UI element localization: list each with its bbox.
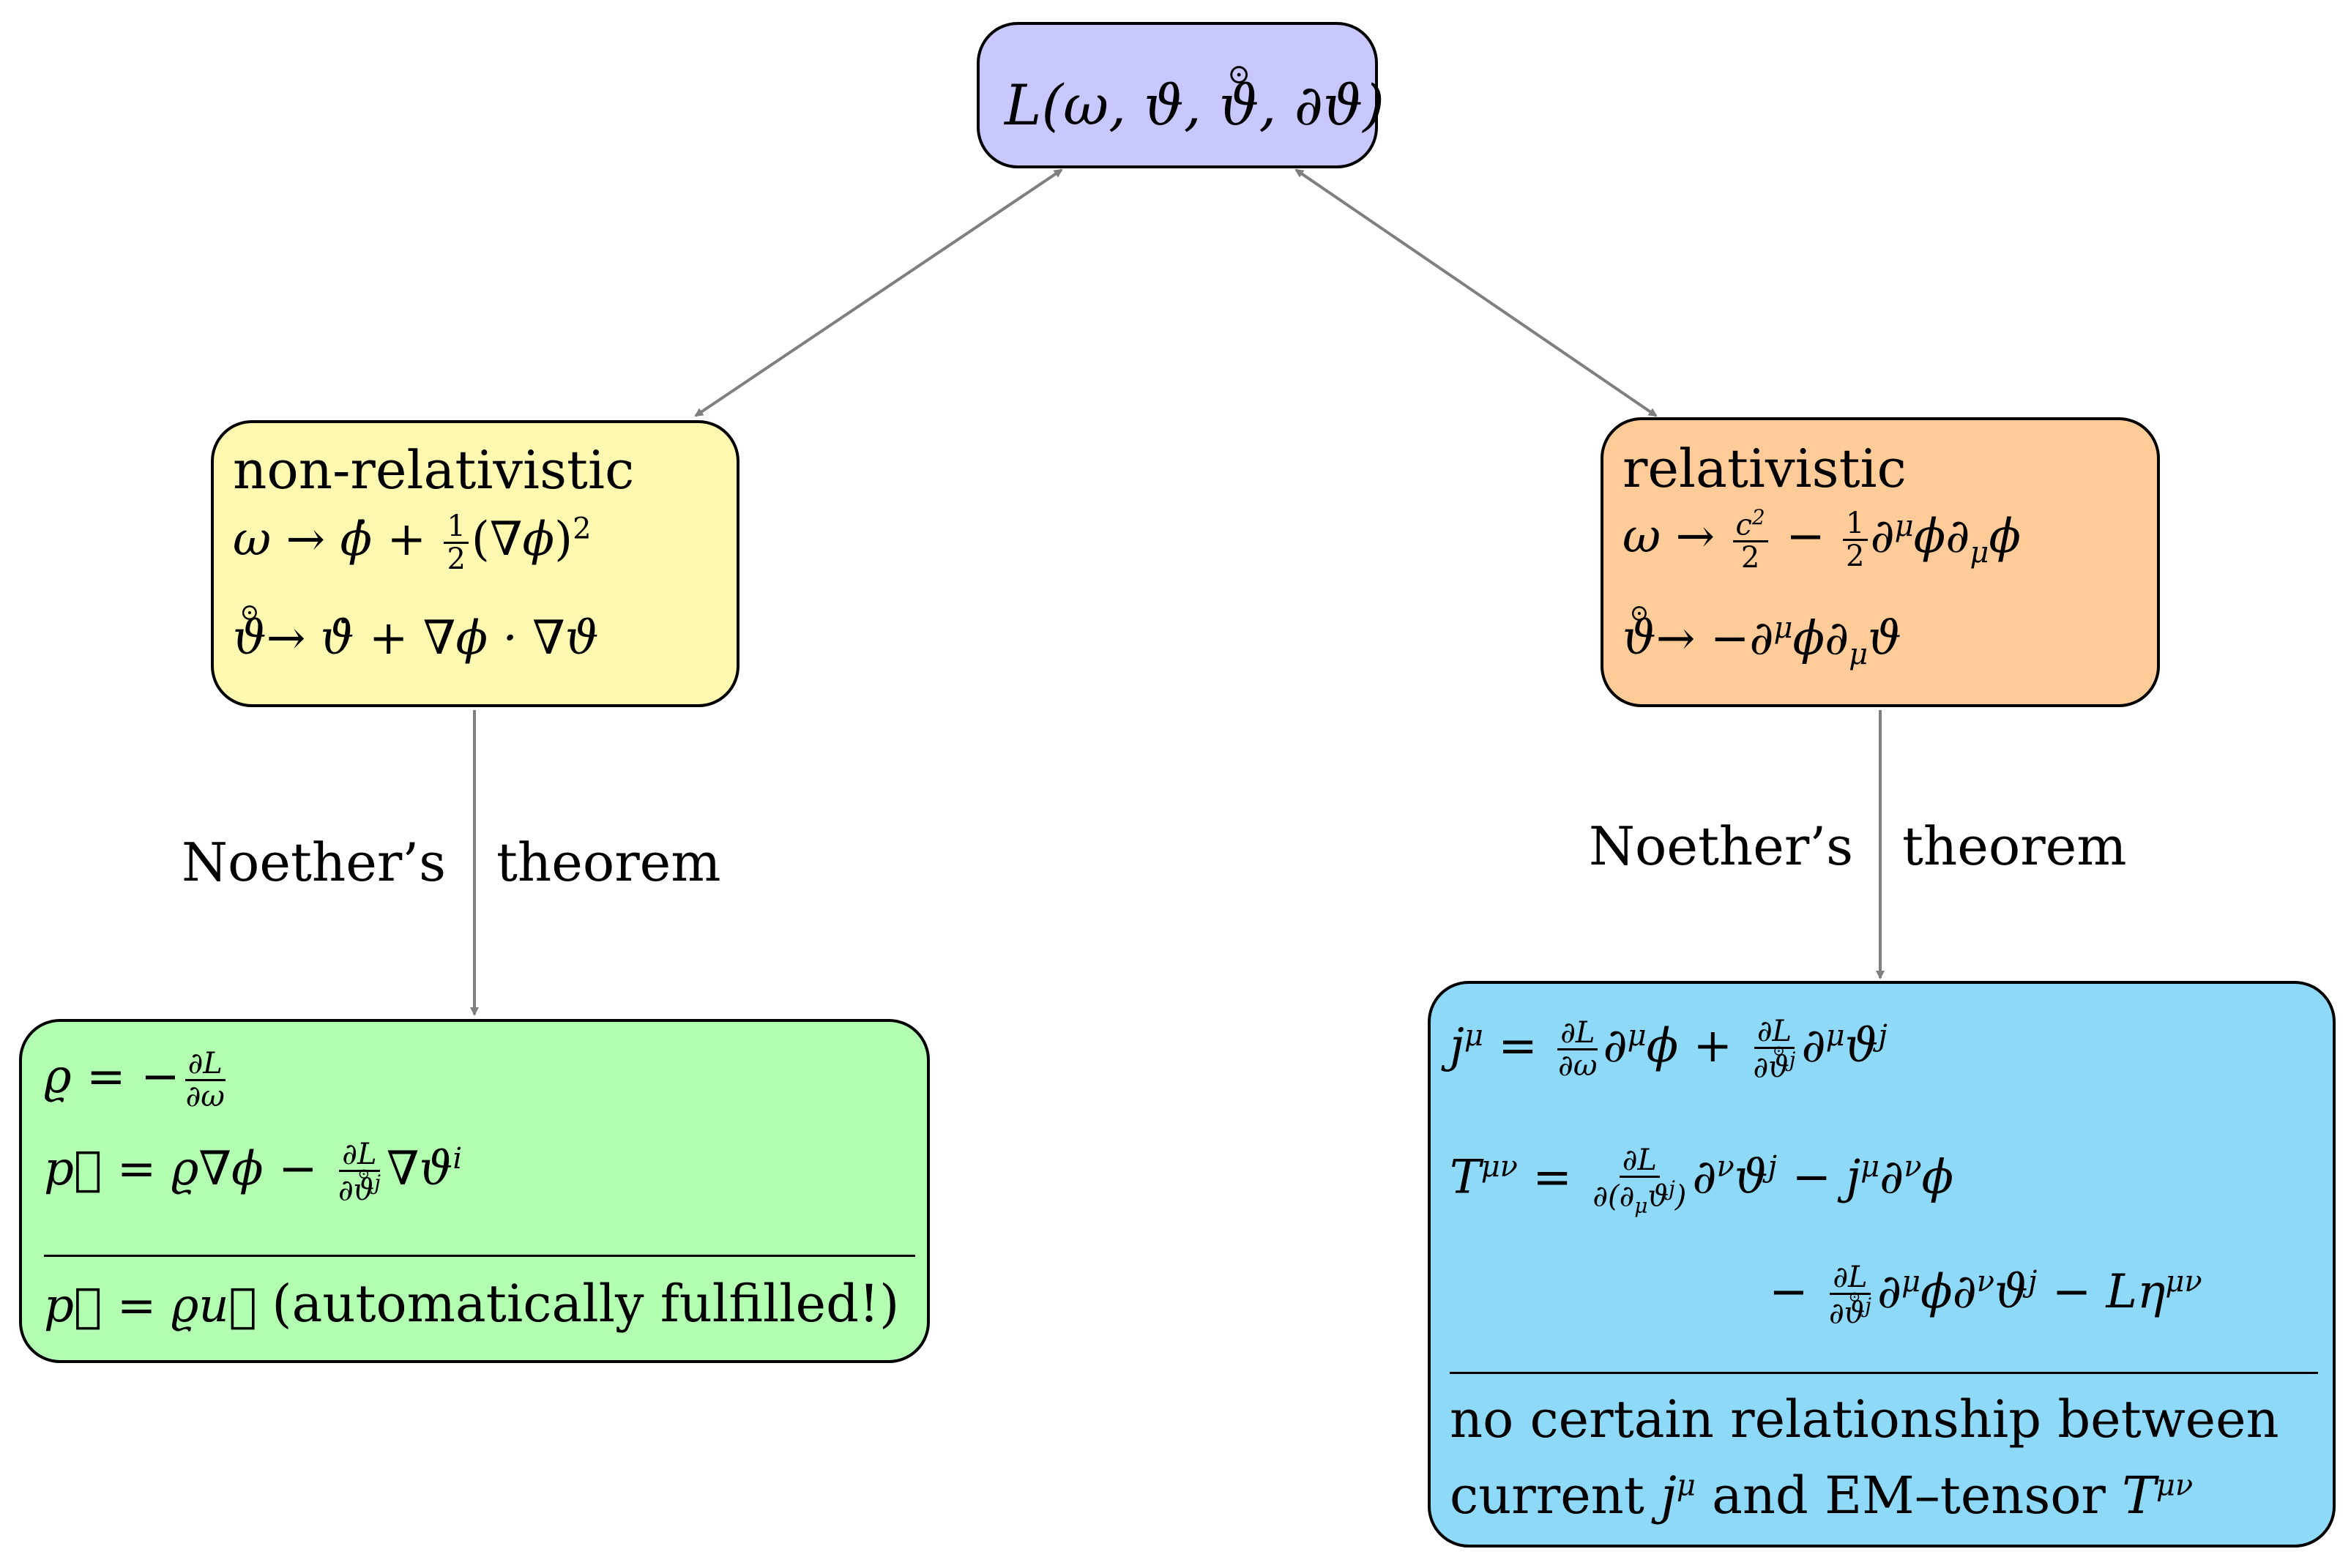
edge-label-right-theorem: theorem [1902,815,2127,877]
blue-divider [1450,1372,2318,1374]
edge-label-right-noethers: Noether’s [1589,815,1854,877]
edge-top-rel [1294,168,1658,417]
relativistic-result-node: jμ = ∂L∂ω∂μϕ + ∂L∂ϑj∂μϑj Tμν = ∂L∂(∂μϑj)… [1428,981,2336,1548]
green-eq2: p⃗ = ϱ∇ϕ − ∂L∂ϑj∇ϑi [44,1139,462,1206]
lagrangian-text: L(ω, ϑ, ϑ, ∂ϑ) [1005,78,1385,133]
green-eq1: ϱ = −∂L∂ω [44,1047,226,1113]
green-conclusion: p⃗ = ϱu⃗ (automatically fulfilled!) [44,1274,900,1334]
non-relativistic-eq2: ϑ→ ϑ̇ + ∇ϕ · ∇ϑ [233,615,599,662]
lagrangian-node: L(ω, ϑ, ϑ, ∂ϑ) [977,22,1385,168]
blue-eq1: jμ = ∂L∂ω∂μϕ + ∂L∂ϑj∂μϑj [1450,1016,1888,1083]
non-relativistic-node: non-relativistic ω → ϕ̇ + 12(∇ϕ)2 ϑ→ ϑ̇ … [211,420,739,707]
relativistic-eq2: ϑ→ −∂μϕ∂μϑ [1622,613,1901,669]
green-divider [44,1255,915,1257]
non-relativistic-result-node: ϱ = −∂L∂ω p⃗ = ϱ∇ϕ − ∂L∂ϑj∇ϑi p⃗ = ϱu⃗ (… [19,1019,930,1363]
relativistic-node: relativistic ω → c22 − 12∂μϕ∂μϕ ϑ→ −∂μϕ∂… [1601,417,2160,707]
edge-top-nonrel [694,168,1063,417]
blue-eq3: − ∂L∂ϑj∂μϕ∂νϑj − Lημν [1769,1262,2202,1329]
edge-label-left-theorem: theorem [496,832,721,893]
blue-conclusion-line2: current jμ and EM–tensor Tμν [1450,1466,2194,1526]
edge-label-left-noethers: Noether’s [182,832,447,893]
blue-conclusion-line1: no certain relationship between [1450,1389,2279,1449]
relativistic-title: relativistic [1622,438,1907,499]
blue-eq2: Tμν = ∂L∂(∂μϑj)∂νϑj − jμ∂νϕ [1450,1143,1954,1218]
non-relativistic-title: non-relativistic [233,439,635,501]
